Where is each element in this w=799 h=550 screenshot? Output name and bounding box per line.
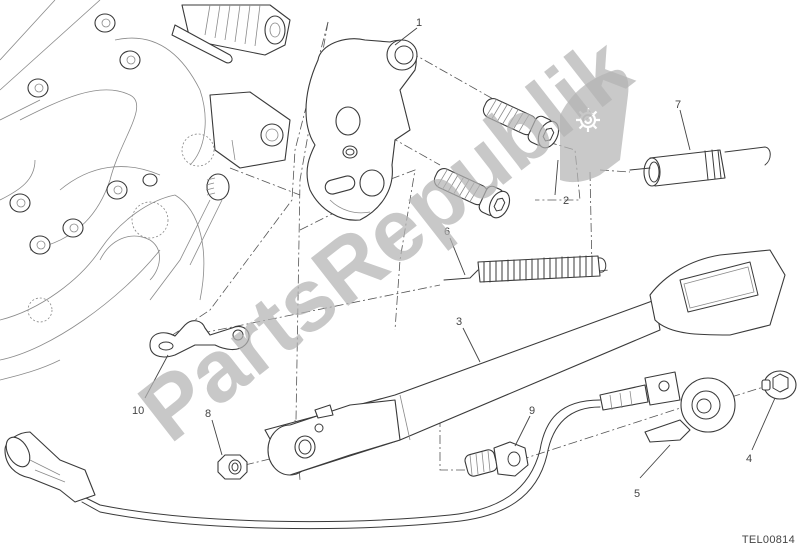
callout-7: 7 xyxy=(675,99,681,111)
engine-casing-background xyxy=(0,0,291,381)
part-7-short-spring xyxy=(629,146,771,187)
part-5-sensor-cable xyxy=(79,371,736,530)
callouts: 1 2 3 4 5 6 7 8 9 10 xyxy=(132,17,776,500)
part-8-nut xyxy=(217,454,248,480)
callout-2: 2 xyxy=(563,195,569,207)
callout-3: 3 xyxy=(456,316,462,328)
callout-5: 5 xyxy=(634,488,640,500)
part-1-stand-bracket xyxy=(305,38,418,221)
electrical-connector xyxy=(4,431,96,503)
callout-8: 8 xyxy=(205,408,211,420)
part-6-long-spring xyxy=(443,255,607,283)
part-3-side-stand-leg xyxy=(264,249,786,476)
callout-4: 4 xyxy=(746,453,752,465)
part-10-hook-plate xyxy=(149,320,250,358)
callout-10: 10 xyxy=(132,405,144,417)
watermark-flag xyxy=(560,69,629,183)
callout-1: 1 xyxy=(416,17,422,29)
callout-6: 6 xyxy=(444,226,450,238)
part-2-bolts xyxy=(433,98,560,219)
callout-9: 9 xyxy=(529,405,535,417)
diagram-reference-code: TEL00814 xyxy=(741,534,795,546)
part-4-flange-screw xyxy=(761,370,797,400)
part-9-pivot-bolt xyxy=(464,441,529,477)
gear-icon xyxy=(576,108,600,132)
